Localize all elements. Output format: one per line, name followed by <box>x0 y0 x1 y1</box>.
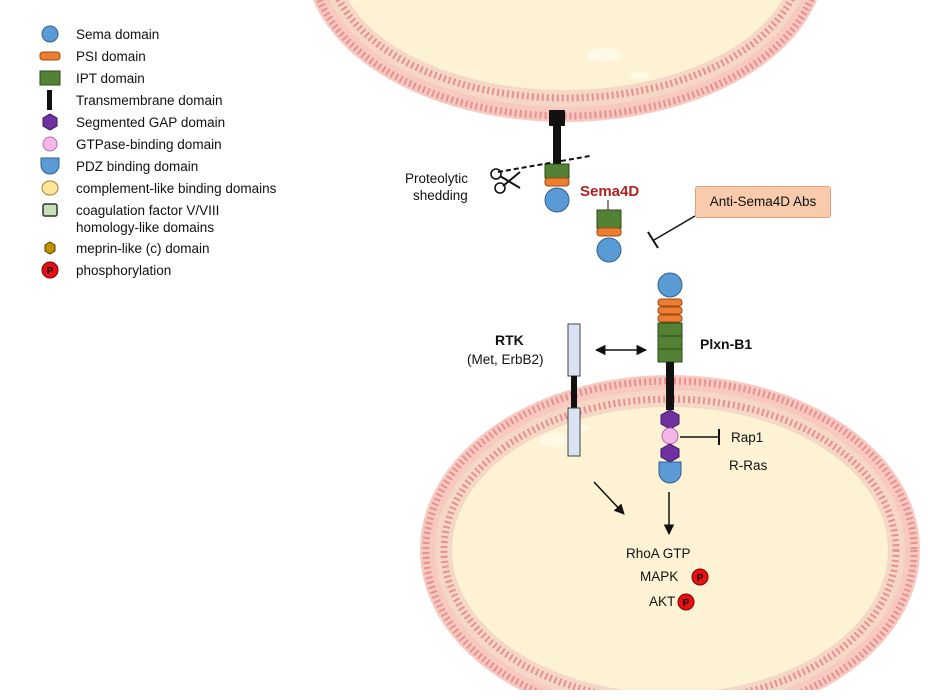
legend-label: complement-like binding domains <box>76 181 277 196</box>
bottom-cell <box>420 375 920 700</box>
rtk-receptor <box>567 323 581 457</box>
legend-item: Segmented GAP domain <box>38 110 338 132</box>
legend-label: GTPase-binding domain <box>76 137 222 152</box>
legend-label: PSI domain <box>76 49 146 64</box>
gap-domain-icon <box>42 113 58 131</box>
rhoa-label: RhoA GTP <box>626 546 691 561</box>
top-cell <box>313 0 817 122</box>
svg-text:P: P <box>683 598 690 609</box>
legend: Sema domain PSI domain IPT domain Transm… <box>38 22 338 280</box>
rap1-inhibition <box>680 429 720 445</box>
legend-item: IPT domain <box>38 66 338 88</box>
legend-label: Transmembrane domain <box>76 93 223 108</box>
transmembrane-domain-icon <box>47 90 52 110</box>
legend-label: IPT domain <box>76 71 145 86</box>
sema4d-label: Sema4D <box>580 183 639 200</box>
proteolytic-label: Proteolytic <box>405 171 468 186</box>
phosphorylation-icon: P <box>41 261 59 279</box>
scissors-icon <box>490 168 521 194</box>
soluble-sema4d <box>596 200 622 263</box>
legend-item: PDZ binding domain <box>38 154 338 176</box>
legend-item: complement-like binding domains <box>38 176 338 198</box>
complement-like-icon <box>41 180 59 196</box>
mapk-label: MAPK <box>640 569 678 584</box>
legend-label: Sema domain <box>76 27 160 42</box>
rtk-label: RTK <box>495 332 524 348</box>
akt-phospho-icon: P <box>677 593 695 611</box>
svg-text:P: P <box>697 573 704 584</box>
shedding-label-2: shedding <box>413 188 468 203</box>
legend-label: PDZ binding domain <box>76 159 199 174</box>
legend-item: meprin-like (c) domain <box>38 236 338 258</box>
rtk-down-arrow <box>593 481 625 515</box>
anti-sema4d-abs-box: Anti-Sema4D Abs <box>695 186 831 218</box>
ipt-domain-icon <box>39 70 61 86</box>
coagulation-factor-icon <box>42 203 58 217</box>
legend-item: Sema domain <box>38 22 338 44</box>
gtpase-binding-icon <box>42 136 58 152</box>
akt-label: AKT <box>649 594 675 609</box>
svg-text:P: P <box>47 266 54 277</box>
sema-domain-icon <box>41 25 59 43</box>
legend-item: P phosphorylation <box>38 258 338 280</box>
psi-domain-icon <box>39 51 61 61</box>
legend-item: GTPase-binding domain <box>38 132 338 154</box>
mapk-phospho-icon: P <box>691 568 709 586</box>
plxn-label: Plxn-B1 <box>700 336 752 352</box>
membrane-sema4d <box>544 110 570 213</box>
rtk-sub-label: (Met, ErbB2) <box>467 352 544 367</box>
cleavage-line <box>497 155 591 173</box>
legend-label: Segmented GAP domain <box>76 115 226 130</box>
legend-item: Transmembrane domain <box>38 88 338 110</box>
legend-item: PSI domain <box>38 44 338 66</box>
abs-inhibition <box>647 215 696 249</box>
pdz-binding-icon <box>40 157 60 175</box>
legend-label: meprin-like (c) domain <box>76 241 210 256</box>
rras-label: R-Ras <box>729 458 768 473</box>
rap1-label: Rap1 <box>731 430 763 445</box>
plexin-b1-receptor <box>657 272 683 484</box>
legend-label: phosphorylation <box>76 263 172 278</box>
meprin-like-icon <box>44 241 56 255</box>
